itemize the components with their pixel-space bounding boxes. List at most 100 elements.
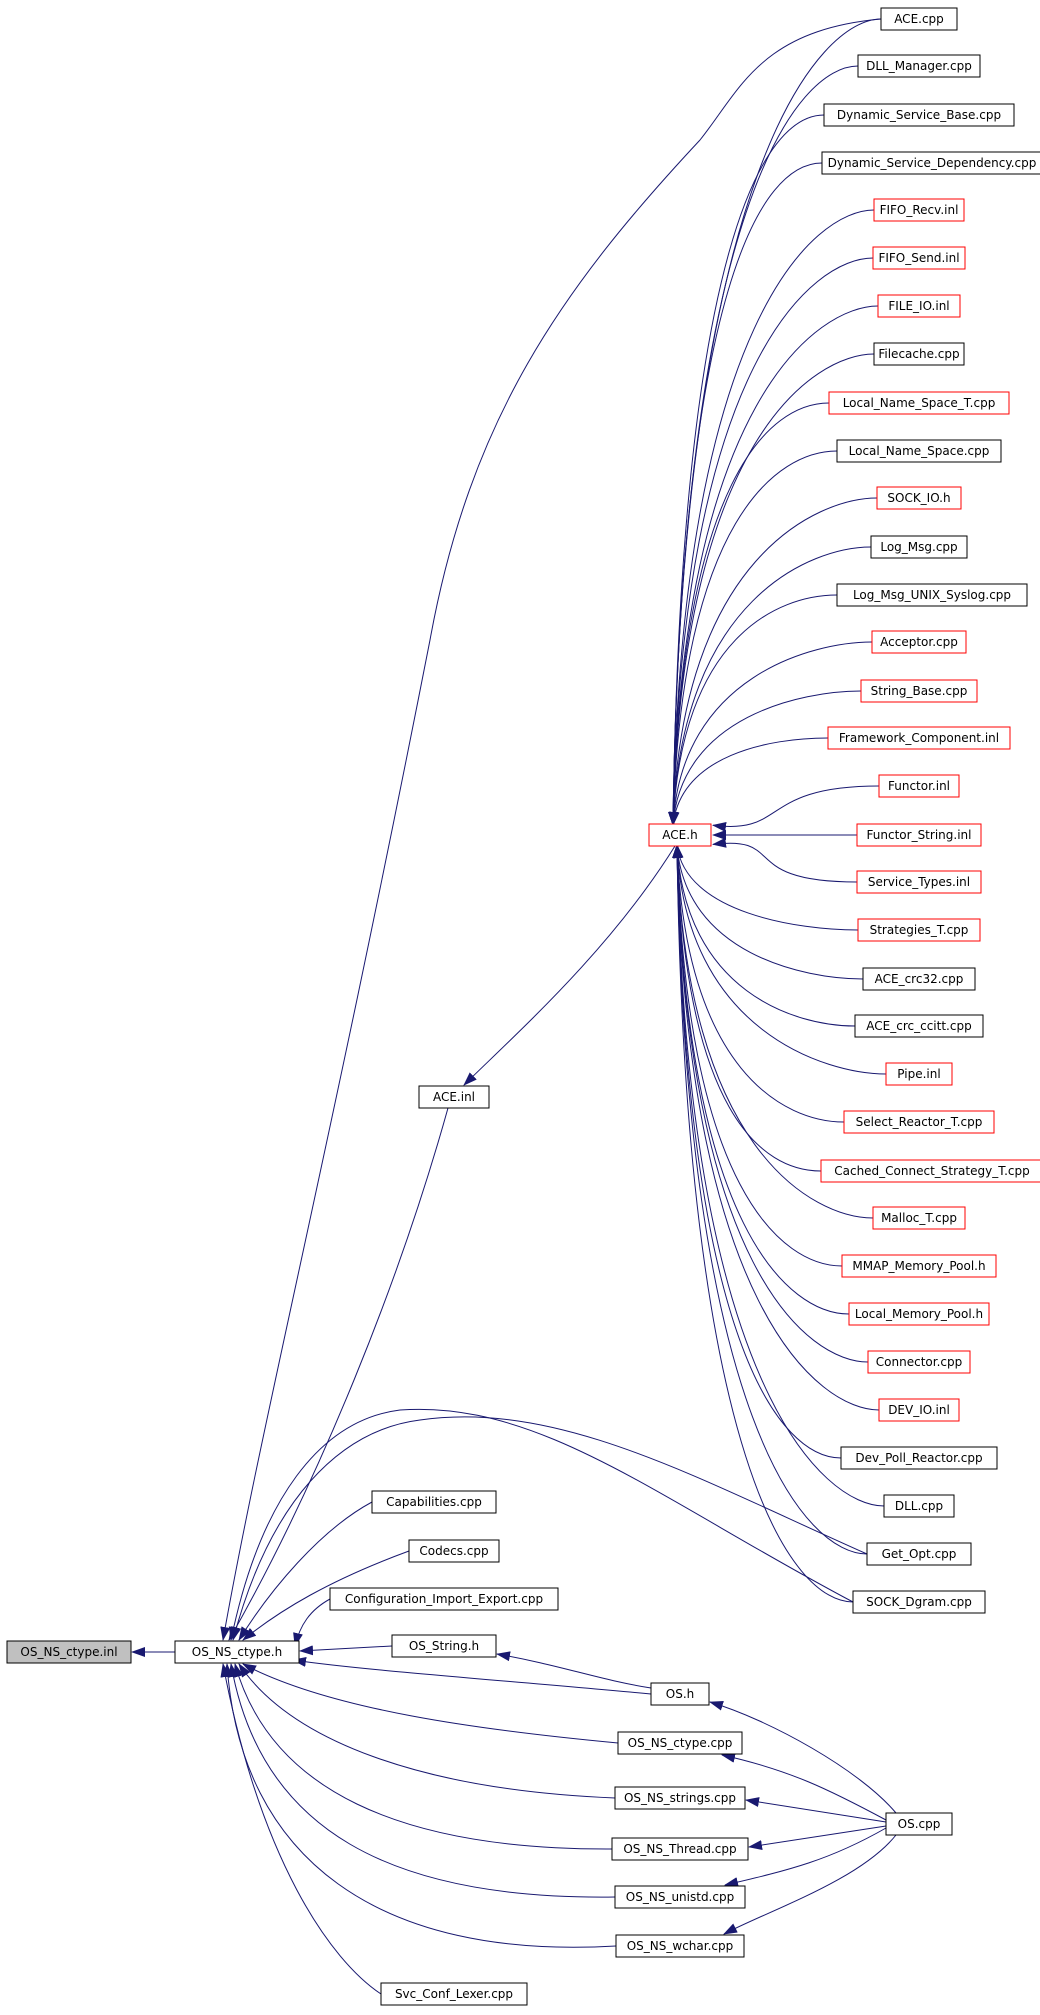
edge-ace-cpp-to-os-ns-ctype-h	[220, 18, 882, 1641]
node-file-io[interactable]: FILE_IO.inl	[877, 294, 961, 318]
node-box	[611, 1837, 749, 1861]
node-box	[650, 1682, 710, 1706]
node-box	[836, 583, 1028, 607]
nodes: OS_NS_ctype.inl OS_NS_ctype.h ACE.inl ACE.h…	[6, 7, 1040, 2006]
node-os-ns-unistd[interactable]: OS_NS_unistd.cpp	[614, 1885, 746, 1909]
node-ace-crc32[interactable]: ACE_crc32.cpp	[862, 967, 976, 991]
node-sock-io[interactable]: SOCK_IO.h	[876, 486, 962, 510]
node-label: Acceptor.cpp	[880, 635, 958, 649]
node-local-ns-t[interactable]: Local_Name_Space_T.cpp	[828, 391, 1010, 415]
node-ace-inl[interactable]: ACE.inl	[418, 1085, 490, 1109]
node-get-opt[interactable]: Get_Opt.cpp	[866, 1542, 972, 1566]
node-svc-conf-lexer[interactable]: Svc_Conf_Lexer.cpp	[380, 1982, 528, 2006]
node-label: ACE_crc32.cpp	[875, 972, 964, 986]
node-dev-poll[interactable]: Dev_Poll_Reactor.cpp	[840, 1446, 998, 1470]
node-os-ns-ctype-cpp[interactable]: OS_NS_ctype.cpp	[617, 1731, 743, 1755]
node-os-cpp[interactable]: OS.cpp	[885, 1812, 953, 1836]
node-os-string-h[interactable]: OS_String.h	[391, 1634, 497, 1658]
node-label: Select_Reactor_T.cpp	[856, 1115, 983, 1129]
edge-sock_dgram-to-ace-h	[672, 844, 854, 1603]
edge-cached_connect-to-ace-h	[672, 844, 822, 1172]
node-label: ACE_crc_ccitt.cpp	[866, 1019, 971, 1033]
node-ace-crc-ccitt[interactable]: ACE_crc_ccitt.cpp	[854, 1014, 984, 1038]
edge-get-opt-to-os-ns-ctype-h	[231, 1416, 868, 1641]
node-label: OS_NS_ctype.inl	[20, 1645, 117, 1659]
node-os-ns-strings[interactable]: OS_NS_strings.cpp	[614, 1786, 746, 1810]
node-box	[856, 870, 982, 894]
node-fifo-recv[interactable]: FIFO_Recv.inl	[873, 198, 965, 222]
node-box	[174, 1640, 300, 1664]
node-root[interactable]: OS_NS_ctype.inl	[6, 1640, 132, 1664]
node-box	[418, 1085, 490, 1109]
node-label: Strategies_T.cpp	[870, 923, 969, 937]
node-box	[866, 1542, 972, 1566]
node-dyn-service-base[interactable]: Dynamic_Service_Base.cpp	[823, 103, 1015, 127]
node-label: ACE.cpp	[894, 12, 944, 26]
node-log-msg[interactable]: Log_Msg.cpp	[870, 535, 968, 559]
node-ace-h[interactable]: ACE.h	[648, 823, 712, 847]
node-os-h[interactable]: OS.h	[650, 1682, 710, 1706]
node-strategies-t[interactable]: Strategies_T.cpp	[857, 918, 981, 942]
node-local-ns[interactable]: Local_Name_Space.cpp	[836, 439, 1002, 463]
edge-log_msg-to-ace-h	[668, 546, 872, 826]
node-config-ie[interactable]: Configuration_Import_Export.cpp	[329, 1587, 559, 1611]
node-box	[615, 1934, 745, 1958]
node-box	[876, 486, 962, 510]
node-dll-cpp[interactable]: DLL.cpp	[883, 1494, 955, 1518]
node-local-mem-pool[interactable]: Local_Memory_Pool.h	[848, 1302, 990, 1326]
node-functor-string[interactable]: Functor_String.inl	[856, 823, 982, 847]
node-acceptor[interactable]: Acceptor.cpp	[871, 630, 967, 654]
node-box	[857, 918, 981, 942]
edge-ace-inl-to-os-ns-ctype-h	[228, 1107, 449, 1641]
node-label: DLL.cpp	[895, 1499, 943, 1513]
node-connector[interactable]: Connector.cpp	[867, 1350, 971, 1374]
edge-dll_cpp-to-ace-h	[672, 844, 885, 1507]
edge-fifo_recv-to-ace-h	[668, 209, 875, 826]
node-fifo-send[interactable]: FIFO_Send.inl	[872, 246, 966, 270]
node-cached-connect[interactable]: Cached_Connect_Strategy_T.cpp	[820, 1159, 1040, 1183]
node-os-ns-wchar[interactable]: OS_NS_wchar.cpp	[615, 1934, 745, 1958]
node-label: DLL_Manager.cpp	[866, 59, 972, 73]
node-dll-manager[interactable]: DLL_Manager.cpp	[857, 54, 981, 78]
edge-string_base-to-ace-h	[668, 690, 862, 826]
node-box	[823, 103, 1015, 127]
node-dyn-service-dep[interactable]: Dynamic_Service_Dependency.cpp	[821, 151, 1040, 175]
node-label: Framework_Component.inl	[839, 731, 999, 745]
node-service-types[interactable]: Service_Types.inl	[856, 870, 982, 894]
edge-os-ns-unistd-to-os-ns-ctype-h	[228, 1663, 616, 1898]
node-os-ns-thread[interactable]: OS_NS_Thread.cpp	[611, 1837, 749, 1861]
edge-os-h-to-os-ns-ctype-h	[292, 1656, 652, 1695]
node-label: Dynamic_Service_Dependency.cpp	[828, 156, 1037, 170]
node-select-reactor[interactable]: Select_Reactor_T.cpp	[843, 1110, 995, 1134]
node-capabilities[interactable]: Capabilities.cpp	[371, 1490, 497, 1514]
node-box	[873, 198, 965, 222]
node-box	[872, 246, 966, 270]
node-label: SOCK_IO.h	[887, 491, 950, 505]
node-pipe[interactable]: Pipe.inl	[885, 1062, 953, 1086]
node-os-ns-ctype-h[interactable]: OS_NS_ctype.h	[174, 1640, 300, 1664]
node-mmap-pool[interactable]: MMAP_Memory_Pool.h	[841, 1254, 997, 1278]
node-malloc-t[interactable]: Malloc_T.cpp	[872, 1206, 966, 1230]
edge-file_io-to-ace-h	[668, 305, 879, 826]
node-codecs[interactable]: Codecs.cpp	[408, 1539, 500, 1563]
node-box	[878, 1398, 960, 1422]
node-label: ACE.inl	[433, 1090, 475, 1104]
node-sock-dgram[interactable]: SOCK_Dgram.cpp	[852, 1590, 986, 1614]
node-box	[852, 1590, 986, 1614]
node-label: OS_NS_Thread.cpp	[623, 1842, 736, 1856]
node-box	[885, 1812, 953, 1836]
node-ace-cpp[interactable]: ACE.cpp	[880, 7, 958, 31]
node-dev-io[interactable]: DEV_IO.inl	[878, 1398, 960, 1422]
node-label: MMAP_Memory_Pool.h	[852, 1259, 985, 1273]
node-label: Capabilities.cpp	[386, 1495, 482, 1509]
node-label: OS_NS_wchar.cpp	[627, 1939, 734, 1953]
node-log-msg-unix[interactable]: Log_Msg_UNIX_Syslog.cpp	[836, 583, 1028, 607]
node-filecache[interactable]: Filecache.cpp	[873, 342, 965, 366]
node-box	[614, 1786, 746, 1810]
node-functor[interactable]: Functor.inl	[878, 774, 960, 798]
node-framework-comp[interactable]: Framework_Component.inl	[827, 726, 1011, 750]
edge-codecs-to-os-ns-ctype-h	[242, 1550, 410, 1641]
edge-os-cpp-to-os-ns-unistd	[724, 1827, 887, 1887]
node-box	[854, 1014, 984, 1038]
node-string-base[interactable]: String_Base.cpp	[860, 679, 978, 703]
